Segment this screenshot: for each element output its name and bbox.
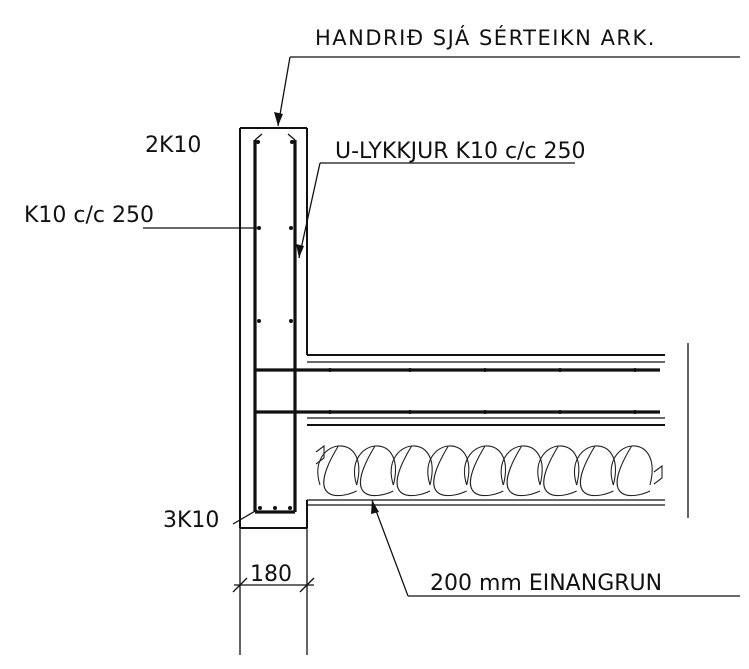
leader-lines — [143, 56, 740, 597]
slab-section — [307, 343, 689, 518]
bottom-bars-label: 3K10 — [163, 508, 219, 533]
dimension-label: 180 — [250, 562, 292, 587]
wall-section — [239, 127, 308, 655]
u-loops-label: U-LYKKJUR K10 c/c 250 — [335, 139, 586, 164]
insulation-label: 200 mm EINANGRUN — [430, 571, 662, 596]
wall-reinforcement — [253, 133, 297, 514]
railing-note-label: HANDRIÐ SJÁ SÉRTEIKN ARK. — [315, 25, 656, 50]
wall-bars-label: K10 c/c 250 — [24, 203, 154, 228]
slab-reinforcement — [256, 368, 660, 414]
insulation-layer — [307, 444, 665, 506]
top-bars-label: 2K10 — [145, 133, 201, 158]
dimension-180 — [232, 577, 315, 593]
